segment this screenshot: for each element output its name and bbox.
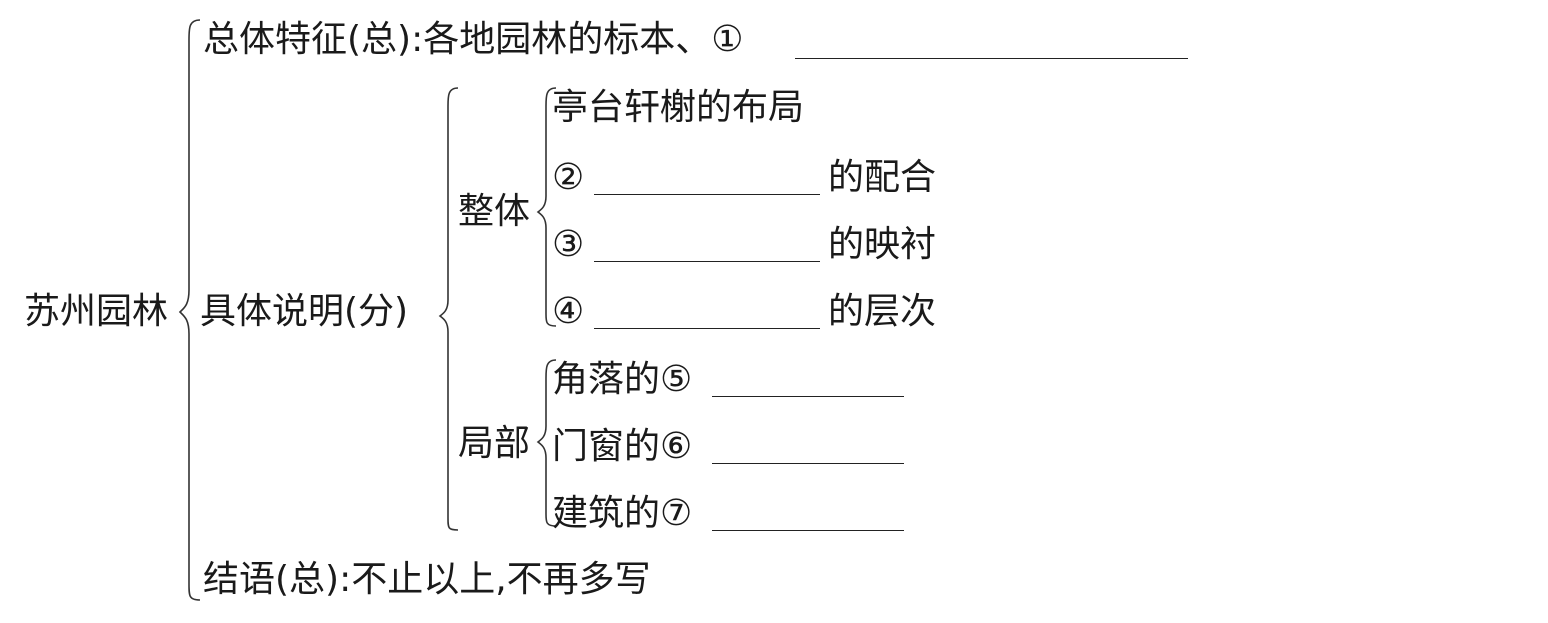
whole-item-4-suffix: 的层次: [828, 291, 937, 332]
whole-item-2-suffix: 的配合: [828, 157, 937, 198]
whole-item-3-number: ③: [552, 224, 585, 265]
local-label: 局部: [458, 423, 531, 464]
answer-blank-6[interactable]: [712, 463, 904, 464]
local-brace: [536, 359, 557, 527]
specific-explanation-label: 具体说明(分): [200, 291, 409, 332]
whole-item-3-suffix: 的映衬: [828, 224, 937, 265]
whole-label: 整体: [458, 191, 531, 232]
main-brace: [178, 19, 201, 601]
answer-blank-7[interactable]: [712, 530, 904, 531]
local-item-building: 建筑的⑦: [552, 493, 693, 534]
answer-blank-5[interactable]: [712, 396, 904, 397]
local-item-window: 门窗的⑥: [552, 426, 693, 467]
whole-item-4-number: ④: [552, 291, 585, 332]
whole-item-layout: 亭台轩榭的布局: [552, 87, 805, 128]
answer-blank-4[interactable]: [594, 328, 820, 329]
answer-blank-3[interactable]: [594, 261, 820, 262]
answer-blank-2[interactable]: [594, 194, 820, 195]
conclusion-text: 结语(总):不止以上,不再多写: [203, 559, 651, 600]
local-item-corner: 角落的⑤: [552, 359, 693, 400]
answer-blank-1[interactable]: [795, 58, 1188, 59]
specific-brace: [438, 87, 459, 531]
whole-item-2-number: ②: [552, 157, 585, 198]
root-node: 苏州园林: [24, 291, 169, 332]
whole-brace: [536, 87, 557, 327]
overall-feature-text: 总体特征(总):各地园林的标本、①: [203, 19, 744, 60]
